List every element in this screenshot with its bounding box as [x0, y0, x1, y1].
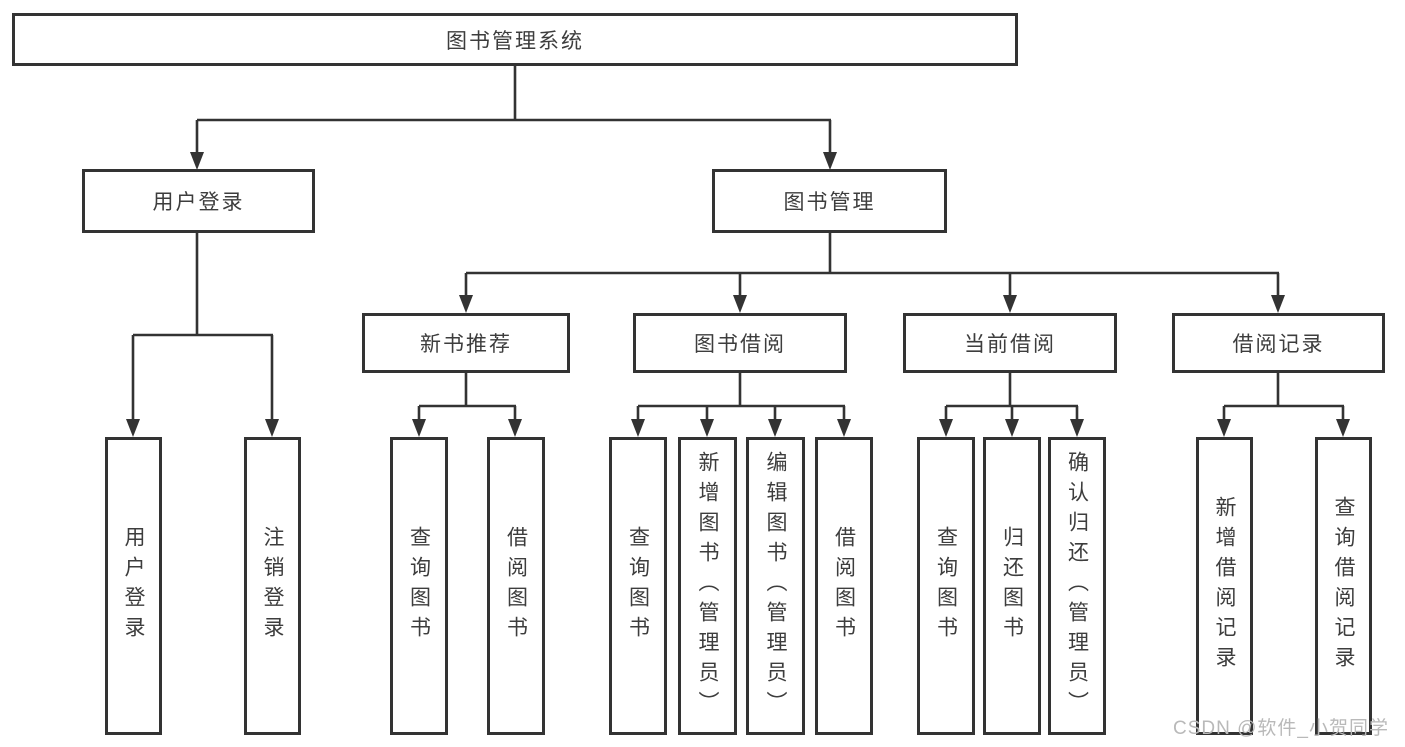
- leaf-label: 查询图书: [626, 526, 650, 646]
- leaf-label: 新增借阅记录: [1213, 496, 1237, 676]
- connector-current-to-leaves: [944, 372, 1079, 423]
- leaf-label: 注销登录: [261, 526, 285, 646]
- leaf-logout: 注销登录: [244, 437, 301, 735]
- arrowheads: [126, 152, 1350, 437]
- leaf-label: 查询图书: [407, 526, 431, 646]
- connector-newbook-to-leaves: [417, 372, 517, 423]
- leaf-label: 借阅图书: [832, 526, 856, 646]
- leaf-record-add: 新增借阅记录: [1196, 437, 1253, 735]
- leaf-borrow-book: 借阅图书: [815, 437, 873, 735]
- leaf-label: 确认归还（管理员）: [1065, 451, 1089, 721]
- arrow-down-icon: [733, 295, 747, 313]
- arrow-down-icon: [1005, 419, 1019, 437]
- leaf-label: 查询借阅记录: [1332, 496, 1356, 676]
- node-borrow-records: 借阅记录: [1172, 313, 1385, 373]
- arrow-down-icon: [508, 419, 522, 437]
- arrow-down-icon: [1217, 419, 1231, 437]
- arrow-down-icon: [631, 419, 645, 437]
- arrow-down-icon: [126, 419, 140, 437]
- arrow-down-icon: [459, 295, 473, 313]
- leaf-current-query: 查询图书: [917, 437, 975, 735]
- connector-records-to-leaves: [1222, 372, 1345, 423]
- node-new-book-rec-label: 新书推荐: [420, 333, 512, 356]
- leaf-current-confirm-admin: 确认归还（管理员）: [1048, 437, 1106, 735]
- arrow-down-icon: [1003, 295, 1017, 313]
- connector-bookmgmt-to-level3: [464, 232, 1280, 299]
- arrow-down-icon: [700, 419, 714, 437]
- arrow-down-icon: [837, 419, 851, 437]
- leaf-newbook-borrow: 借阅图书: [487, 437, 545, 735]
- leaf-user-login: 用户登录: [105, 437, 162, 735]
- node-root-label: 图书管理系统: [446, 29, 584, 53]
- leaf-borrow-query: 查询图书: [609, 437, 667, 735]
- leaf-record-query: 查询借阅记录: [1315, 437, 1372, 735]
- node-current-borrow: 当前借阅: [903, 313, 1117, 373]
- leaf-label: 编辑图书（管理员）: [764, 451, 788, 721]
- leaf-label: 用户登录: [122, 526, 146, 646]
- leaf-label: 归还图书: [1000, 526, 1024, 646]
- arrow-down-icon: [823, 152, 837, 170]
- leaf-newbook-query: 查询图书: [390, 437, 448, 735]
- csdn-watermark: CSDN @软件_小贺同学: [1173, 718, 1389, 739]
- arrow-down-icon: [1271, 295, 1285, 313]
- node-book-borrow: 图书借阅: [633, 313, 847, 373]
- node-book-mgmt-label: 图书管理: [783, 191, 876, 214]
- node-book-borrow-label: 图书借阅: [694, 333, 786, 356]
- leaf-current-return: 归还图书: [983, 437, 1041, 735]
- arrow-down-icon: [1336, 419, 1350, 437]
- leaf-label: 新增图书（管理员）: [696, 451, 720, 721]
- leaf-borrow-edit-admin: 编辑图书（管理员）: [746, 437, 805, 735]
- arrow-down-icon: [1070, 419, 1084, 437]
- connector-root-to-level2: [195, 66, 832, 156]
- connector-borrow-to-leaves: [636, 372, 846, 423]
- node-current-borrow-label: 当前借阅: [964, 333, 1056, 356]
- connector-userlogin-to-leaves: [131, 232, 274, 423]
- arrow-down-icon: [939, 419, 953, 437]
- leaf-borrow-add-admin: 新增图书（管理员）: [678, 437, 737, 735]
- node-book-mgmt: 图书管理: [712, 169, 947, 233]
- arrow-down-icon: [412, 419, 426, 437]
- arrow-down-icon: [768, 419, 782, 437]
- node-root: 图书管理系统: [12, 13, 1018, 66]
- arrow-down-icon: [265, 419, 279, 437]
- node-user-login: 用户登录: [82, 169, 315, 233]
- arrow-down-icon: [190, 152, 204, 170]
- node-user-login-label: 用户登录: [152, 191, 245, 214]
- leaf-label: 借阅图书: [504, 526, 528, 646]
- leaf-label: 查询图书: [934, 526, 958, 646]
- node-new-book-rec: 新书推荐: [362, 313, 570, 373]
- node-borrow-records-label: 借阅记录: [1232, 333, 1325, 356]
